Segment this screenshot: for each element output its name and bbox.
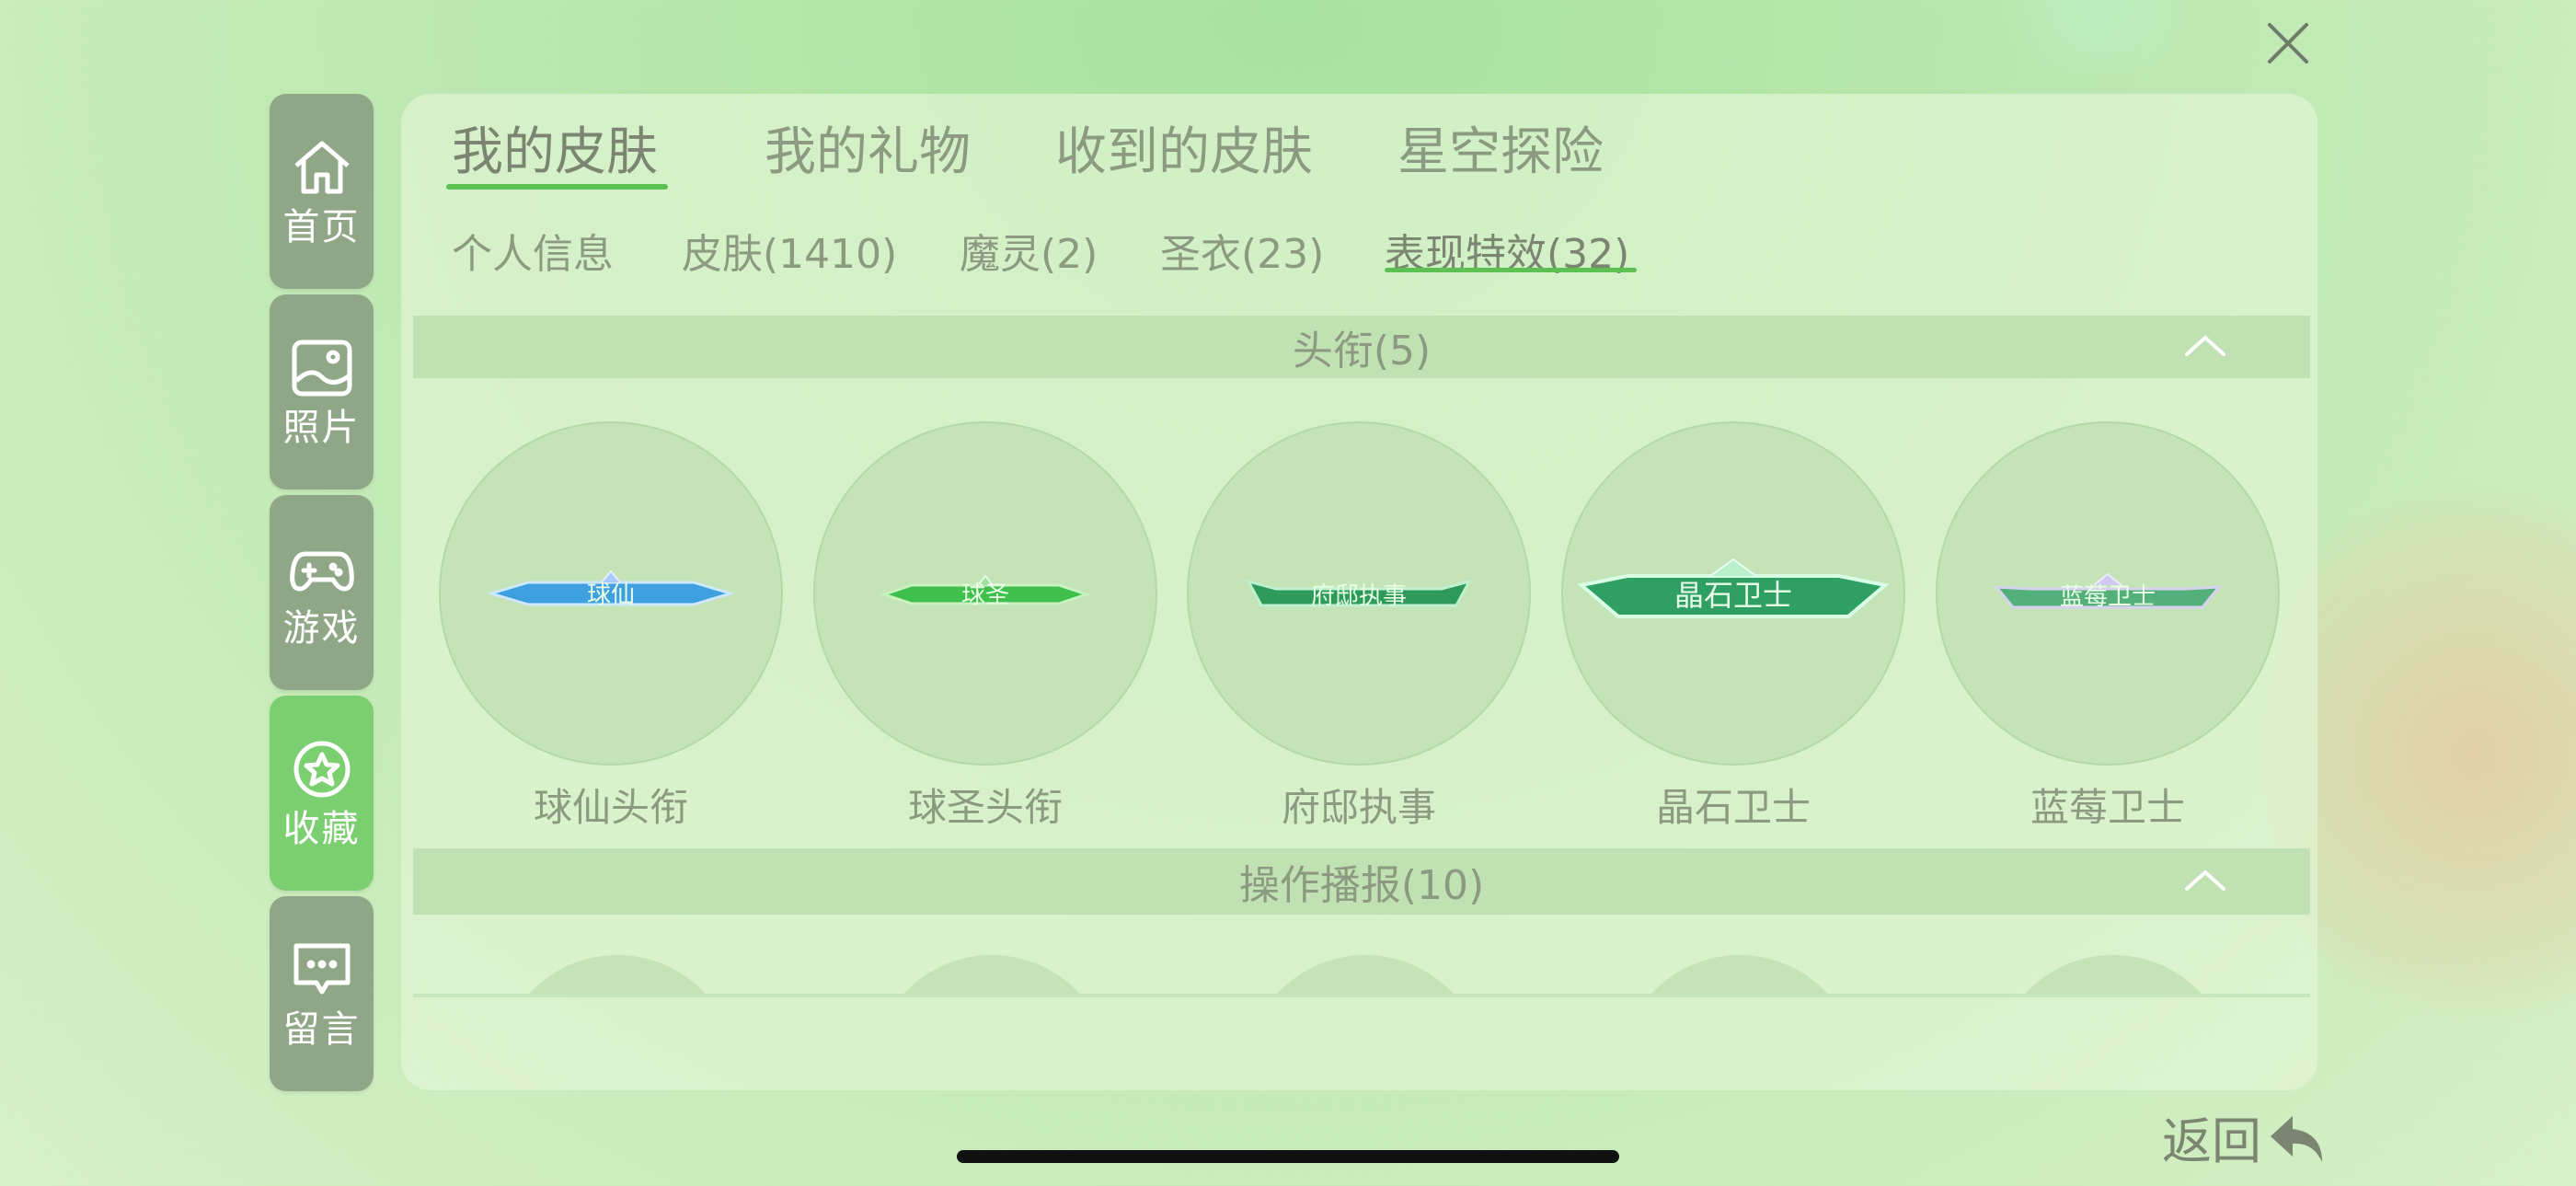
tab-my-gifts[interactable]: 我的礼物 xyxy=(765,122,971,182)
sidebar-item-game[interactable]: 游戏 xyxy=(270,495,374,690)
chevron-up-icon[interactable] xyxy=(2183,332,2227,360)
item-label: 蓝莓卫士 xyxy=(2030,785,2185,830)
badge-text: 球仙 xyxy=(587,581,635,609)
divider xyxy=(413,994,2310,997)
badge-text: 球圣 xyxy=(961,581,1009,609)
back-button[interactable]: 返回 xyxy=(2162,1100,2329,1173)
tab-star-adventure[interactable]: 星空探险 xyxy=(1397,122,1604,182)
sidebar-item-home[interactable]: 首页 xyxy=(270,94,374,289)
list-item[interactable]: 晶石卫士 晶石卫士 xyxy=(1561,421,1905,833)
item-label: 府邸执事 xyxy=(1281,785,1436,830)
item-thumbnail: 球圣 xyxy=(813,421,1157,766)
sidebar-item-messages[interactable]: 留言 xyxy=(270,896,374,1091)
sidebar-item-label: 照片 xyxy=(282,407,361,449)
item-thumbnail[interactable] xyxy=(1246,955,1485,996)
item-thumbnail[interactable] xyxy=(872,955,1111,996)
sidebar-item-photo[interactable]: 照片 xyxy=(270,294,374,489)
active-tab-indicator xyxy=(446,184,668,190)
item-thumbnail: 晶石卫士 xyxy=(1561,421,1905,766)
badge-text: 蓝莓卫士 xyxy=(2060,583,2156,611)
title-badge-icon: 府邸执事 xyxy=(1246,579,1472,610)
item-label: 球仙头衔 xyxy=(533,785,688,830)
message-icon xyxy=(293,943,350,995)
photo-icon xyxy=(292,340,351,397)
title-badge-icon: 晶石卫士 xyxy=(1577,558,1890,618)
subtab-armor[interactable]: 圣衣(23) xyxy=(1160,231,1325,278)
tab-my-skins[interactable]: 我的皮肤 xyxy=(452,122,658,182)
star-icon xyxy=(293,741,350,798)
broadcast-items-peek xyxy=(413,920,2310,996)
sidebar-item-label: 留言 xyxy=(282,1008,361,1051)
badge-text: 府邸执事 xyxy=(1311,582,1407,610)
subtab-profile[interactable]: 个人信息 xyxy=(452,231,614,278)
item-label: 球圣头衔 xyxy=(907,785,1063,830)
item-thumbnail[interactable] xyxy=(1620,955,1859,996)
item-label: 晶石卫士 xyxy=(1655,785,1811,830)
item-thumbnail: 府邸执事 xyxy=(1187,421,1531,766)
back-label: 返回 xyxy=(2162,1112,2261,1170)
item-thumbnail[interactable] xyxy=(1994,955,2233,996)
section-header-broadcast[interactable]: 操作播报(10) xyxy=(413,848,2310,915)
list-item[interactable]: 蓝莓卫士 蓝莓卫士 xyxy=(1936,421,2280,833)
list-item[interactable]: 球仙 球仙头衔 xyxy=(439,421,783,833)
section-title: 头衔(5) xyxy=(1292,328,1432,374)
list-item[interactable]: 府邸执事 府邸执事 xyxy=(1187,421,1531,833)
close-icon[interactable] xyxy=(2265,20,2311,66)
list-item[interactable]: 球圣 球圣头衔 xyxy=(813,421,1157,833)
badge-text: 晶石卫士 xyxy=(1674,578,1792,613)
title-badge-icon: 蓝莓卫士 xyxy=(1993,572,2223,611)
sidebar-item-favorites[interactable]: 收藏 xyxy=(270,696,374,891)
item-thumbnail: 蓝莓卫士 xyxy=(1936,421,2280,766)
title-badge-icon: 球圣 xyxy=(880,574,1091,609)
gamepad-icon xyxy=(289,551,354,592)
item-thumbnail[interactable] xyxy=(498,955,737,996)
section-title: 操作播报(10) xyxy=(1238,862,1485,909)
title-badge-icon: 球仙 xyxy=(486,570,736,609)
subtab-skins[interactable]: 皮肤(1410) xyxy=(682,231,898,278)
chevron-up-icon[interactable] xyxy=(2183,867,2227,894)
background-glow xyxy=(1978,0,2217,74)
active-subtab-indicator xyxy=(1385,268,1637,272)
return-arrow-icon xyxy=(2271,1115,2322,1162)
item-thumbnail: 球仙 xyxy=(439,421,783,766)
sidebar-item-label: 游戏 xyxy=(282,607,361,650)
subtab-spirits[interactable]: 魔灵(2) xyxy=(960,231,1098,278)
sidebar-item-label: 首页 xyxy=(282,206,361,248)
home-icon xyxy=(293,141,350,194)
sidebar-item-label: 收藏 xyxy=(282,808,361,850)
section-header-titles[interactable]: 头衔(5) xyxy=(413,316,2310,378)
tab-received-skins[interactable]: 收到的皮肤 xyxy=(1055,122,1313,182)
home-indicator[interactable] xyxy=(957,1150,1619,1163)
